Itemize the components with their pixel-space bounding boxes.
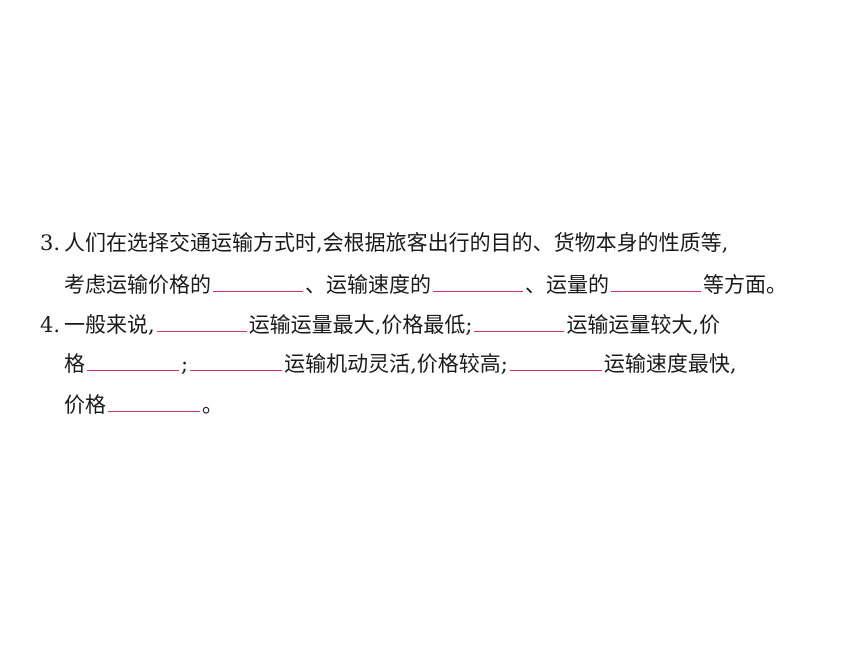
q4-line-3: 价格 。 [64, 390, 840, 420]
q4-text-1a: 一般来说, [64, 313, 155, 337]
q3-text-2b: 、运输速度的 [305, 273, 431, 297]
q4-text-3b: 。 [202, 393, 223, 417]
q4-text-1c: 运输运量较大,价 [566, 313, 721, 337]
q3-blank-2[interactable] [433, 273, 523, 292]
q3-line-2: 考虑运输价格的 、运输速度的 、运量的 等方面。 [64, 270, 840, 300]
q3-text-2a: 考虑运输价格的 [64, 273, 211, 297]
q4-text-3a: 价格 [64, 393, 106, 417]
q4-line-2: 格; 运输机动灵活,价格较高; 运输速度最快, [64, 349, 840, 379]
q4-blank-1[interactable] [156, 313, 247, 332]
q4-blank-3[interactable] [87, 352, 179, 371]
q4-text-2c: 运输机动灵活,价格较高; [284, 352, 508, 376]
q4-blank-2[interactable] [474, 313, 565, 332]
q4-blank-5[interactable] [509, 352, 602, 371]
q4-text-2a: 格 [64, 352, 85, 376]
q4-blank-4[interactable] [190, 352, 283, 371]
q3-number: 3. [40, 231, 61, 255]
q4-blank-6[interactable] [108, 393, 200, 412]
q3-text-2c: 、运量的 [525, 273, 609, 297]
q3-line-1: 3.人们在选择交通运输方式时,会根据旅客出行的目的、货物本身的性质等, [40, 228, 840, 258]
q4-line-1: 4.一般来说, 运输运量最大,价格最低; 运输运量较大,价 [40, 310, 840, 340]
q3-blank-3[interactable] [611, 273, 701, 292]
q4-number: 4. [40, 313, 61, 337]
q3-text-1: 人们在选择交通运输方式时,会根据旅客出行的目的、货物本身的性质等, [64, 231, 729, 255]
q4-text-2b: ; [181, 352, 189, 376]
q4-text-1b: 运输运量最大,价格最低; [248, 313, 473, 337]
q4-text-2d: 运输速度最快, [603, 352, 737, 376]
q3-text-2d: 等方面。 [703, 273, 787, 297]
q3-blank-1[interactable] [213, 273, 303, 292]
